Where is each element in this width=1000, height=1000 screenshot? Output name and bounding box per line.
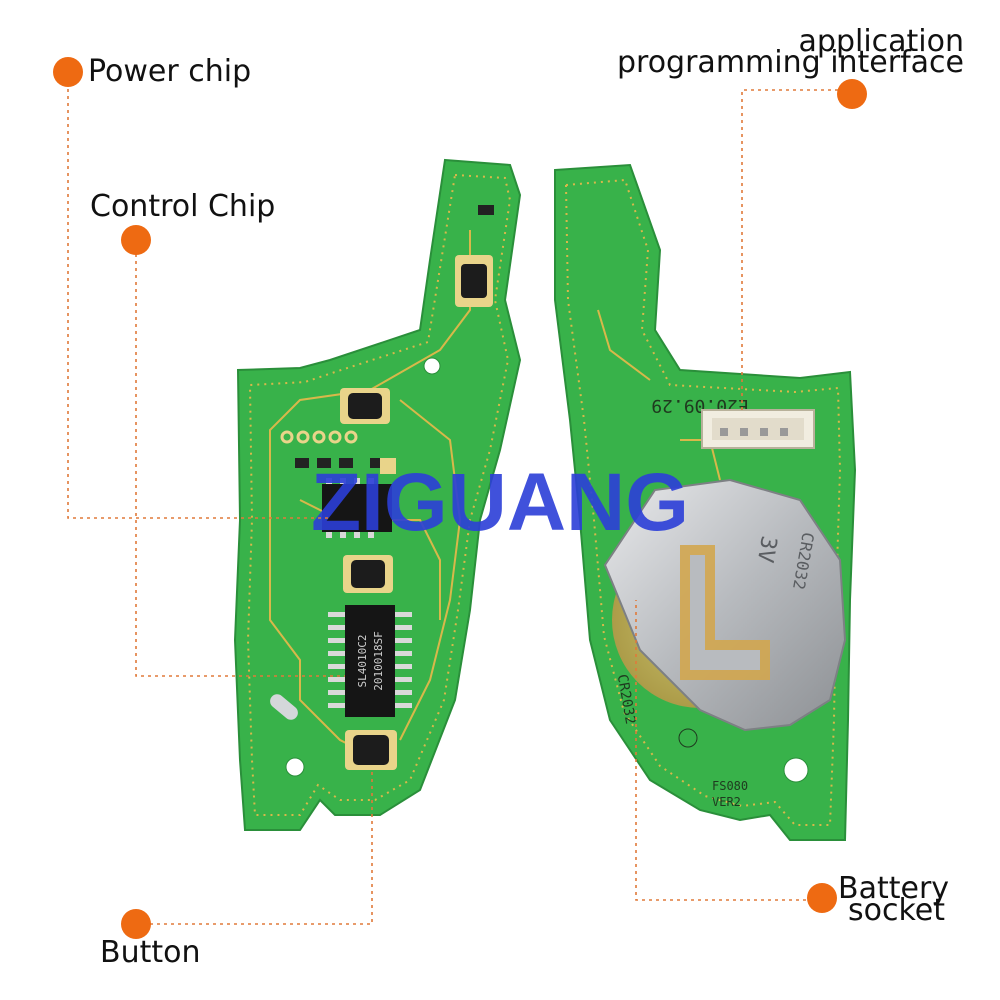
programming-interface-connector <box>701 409 815 449</box>
right-pcb-board: E20.09.29 CR2032 3V CR2032 FS080 VER2 <box>554 163 857 841</box>
tactile-button-upper <box>340 388 390 424</box>
label-control-chip: Control Chip <box>90 189 276 224</box>
callout-leaders <box>67 82 852 925</box>
leader-power-chip <box>67 82 330 519</box>
tactile-button-top <box>455 255 493 307</box>
marker-power-chip <box>53 57 83 87</box>
control-chip-marking-1: SL4010C2 <box>356 635 369 688</box>
programming-pads-left <box>280 430 358 444</box>
tactile-button-middle <box>343 555 393 593</box>
battery-socket: CR2032 3V <box>603 478 847 732</box>
cell-marking-2: 3V <box>752 534 781 564</box>
label-api-line2: programming interface <box>616 45 964 80</box>
version-marking-1: FS080 <box>712 779 748 793</box>
smd-resistors <box>295 205 494 474</box>
label-button: Button <box>100 935 201 970</box>
marker-button <box>121 909 151 939</box>
leader-button <box>136 770 373 925</box>
leader-api <box>741 89 852 410</box>
marker-control-chip <box>121 225 151 255</box>
label-battery-line2: socket <box>848 893 946 928</box>
label-power-chip: Power chip <box>88 54 252 89</box>
power-chip <box>322 478 392 538</box>
tactile-button-bottom <box>345 730 397 770</box>
marker-api <box>837 79 867 109</box>
marker-battery <box>807 883 837 913</box>
label-battery-line1: Battery <box>838 871 950 906</box>
control-chip: SL4010C2 2010018SF <box>328 605 412 717</box>
leader-control-chip <box>135 240 345 677</box>
version-marking-2: VER2 <box>712 795 741 809</box>
label-api-line1: application <box>798 24 964 59</box>
watermark: ZIGUANG <box>311 457 689 548</box>
control-chip-marking-2: 2010018SF <box>372 631 385 691</box>
leader-battery <box>635 600 820 901</box>
